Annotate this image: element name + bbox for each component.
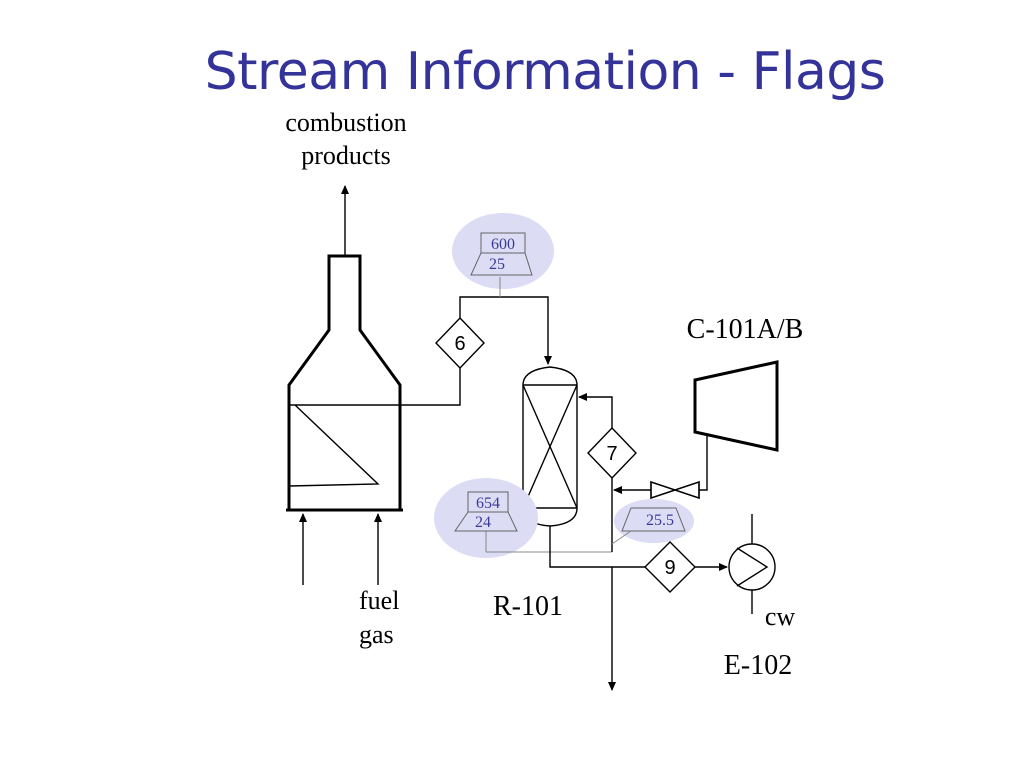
exchanger-label: E-102	[724, 650, 792, 681]
stream-6-line	[400, 296, 552, 406]
stream-6-flag: 600 25	[452, 213, 554, 297]
stream-9-marker: 9	[644, 541, 696, 593]
stream-7-line	[578, 393, 613, 552]
control-valve-icon	[650, 481, 700, 499]
svg-text:600: 600	[491, 236, 515, 253]
svg-text:24: 24	[475, 514, 491, 531]
svg-text:7: 7	[606, 443, 617, 465]
stream-7-flag: 654 24	[434, 478, 612, 558]
heat-exchanger-e102	[728, 514, 776, 614]
svg-text:6: 6	[454, 333, 465, 355]
stream-6-marker: 6	[435, 316, 485, 370]
fuel-label-line1: fuel	[359, 586, 399, 615]
svg-text:25: 25	[489, 256, 505, 273]
combustion-label-line2: products	[301, 141, 391, 170]
compressor-c101	[693, 360, 779, 491]
pressure-flag: 25.5	[611, 499, 694, 545]
fuel-label-line2: gas	[359, 620, 394, 649]
cw-label: cw	[765, 602, 796, 631]
slide-title: Stream Information - Flags	[204, 42, 886, 102]
fired-heater	[286, 185, 403, 585]
stream-7-marker: 7	[587, 426, 637, 480]
svg-text:25.5: 25.5	[646, 512, 674, 529]
compressor-label: C-101A/B	[687, 314, 804, 345]
combustion-label-line1: combustion	[285, 108, 406, 137]
svg-text:9: 9	[664, 557, 675, 579]
svg-text:654: 654	[476, 495, 500, 512]
reactor-label: R-101	[493, 591, 563, 622]
